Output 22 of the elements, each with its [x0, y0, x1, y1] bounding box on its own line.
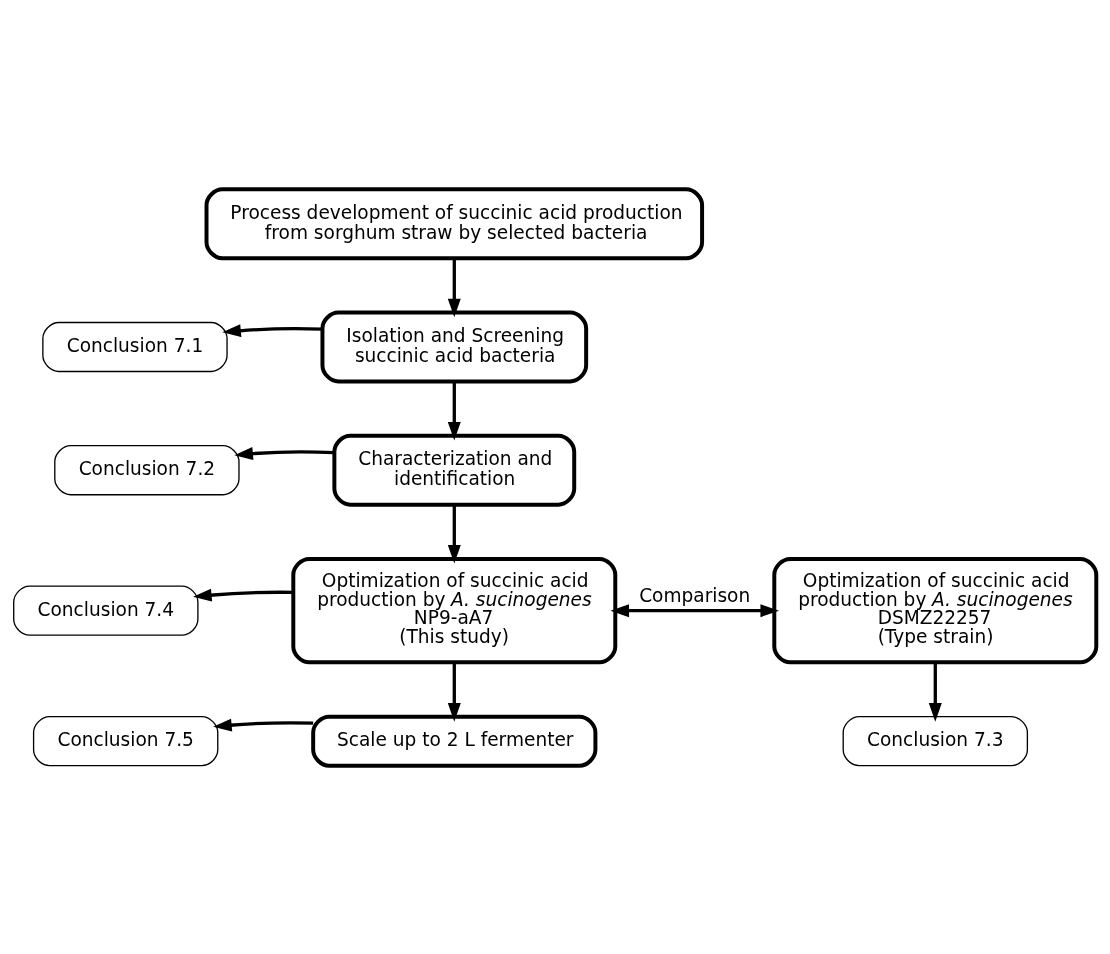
arrow — [447, 504, 461, 564]
arrow — [213, 718, 314, 732]
node-box: Optimization of succinic acid production by A. sucinogenes NP9-aA7 (This study) — [291, 556, 618, 664]
arrow — [447, 381, 461, 440]
node-box: Optimization of succinic acid production by A. sucinogenes DSMZ22257 (Type strain) — [772, 556, 1099, 664]
arrow — [193, 588, 294, 602]
arrow — [447, 258, 461, 317]
node-box: Characterization and identification — [332, 433, 577, 507]
arrow — [610, 603, 780, 617]
arrow — [928, 662, 942, 722]
edge-label: Comparison — [639, 584, 751, 606]
node-box: Conclusion 7.5 — [32, 715, 219, 766]
node-box: Conclusion 7.1 — [42, 321, 228, 372]
arrow — [222, 323, 323, 337]
node-box: Conclusion 7.3 — [842, 715, 1029, 766]
node-box: Isolation and Screening succinic acid bacteria — [320, 310, 589, 383]
node-box: Process development of succinic acid production from sorghum straw by selected bacteria — [204, 186, 705, 260]
arrow — [447, 662, 461, 722]
arrow — [234, 446, 335, 460]
node-box: Conclusion 7.4 — [13, 585, 199, 636]
node-box: Conclusion 7.2 — [54, 444, 240, 495]
node-box: Scale up to 2 L fermenter — [311, 714, 598, 768]
